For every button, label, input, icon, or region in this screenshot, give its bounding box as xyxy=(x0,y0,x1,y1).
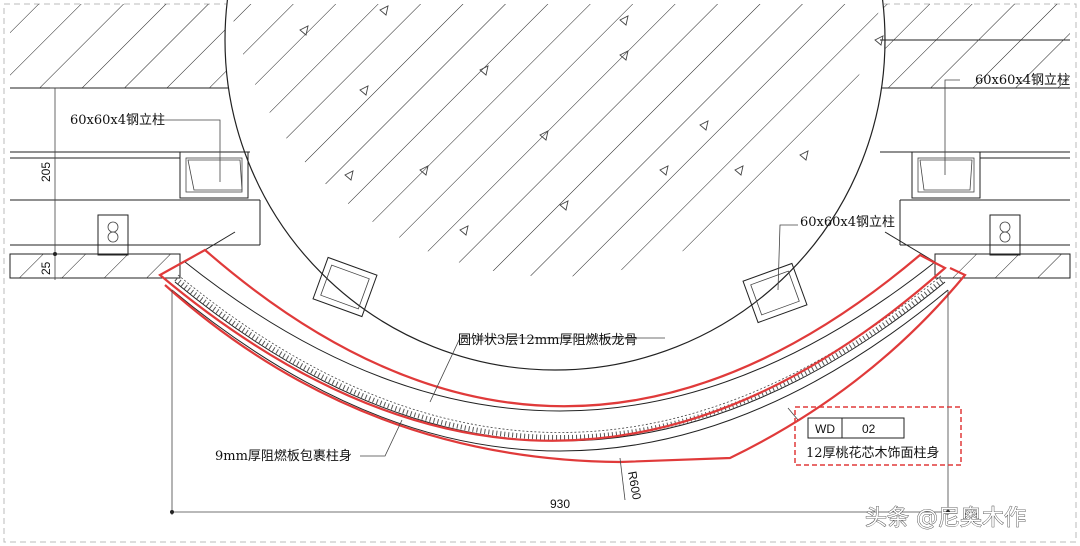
label-frame: 圆饼状3层12mm厚阻燃板龙骨 xyxy=(458,332,637,348)
round-column xyxy=(224,0,886,371)
highlight-outlines xyxy=(158,248,967,464)
tag-code: WD xyxy=(815,422,835,436)
watermark: 头条 @尼奥木作 xyxy=(865,506,1026,531)
label-steel-post-mid: 60x60x4钢立柱 xyxy=(800,215,895,230)
left-wall xyxy=(9,151,261,279)
dim-205: 205 xyxy=(39,162,53,182)
label-wrap: 9mm厚阻燃板包裹柱身 xyxy=(215,448,352,464)
dim-930: 930 xyxy=(550,497,570,511)
dimension-lines xyxy=(50,87,950,515)
material-tag: WD 02 xyxy=(794,406,962,466)
tag-number: 02 xyxy=(862,422,876,436)
label-steel-post-left: 60x60x4钢立柱 xyxy=(70,113,165,128)
inner-posts xyxy=(312,256,808,324)
dim-r600: R600 xyxy=(625,470,644,501)
right-wall xyxy=(880,39,1071,279)
leader-lines xyxy=(162,79,960,457)
label-finish: 12厚桃花芯木饰面柱身 xyxy=(806,445,940,461)
label-steel-post-right: 60x60x4钢立柱 xyxy=(975,73,1070,88)
dim-25: 25 xyxy=(39,261,53,275)
